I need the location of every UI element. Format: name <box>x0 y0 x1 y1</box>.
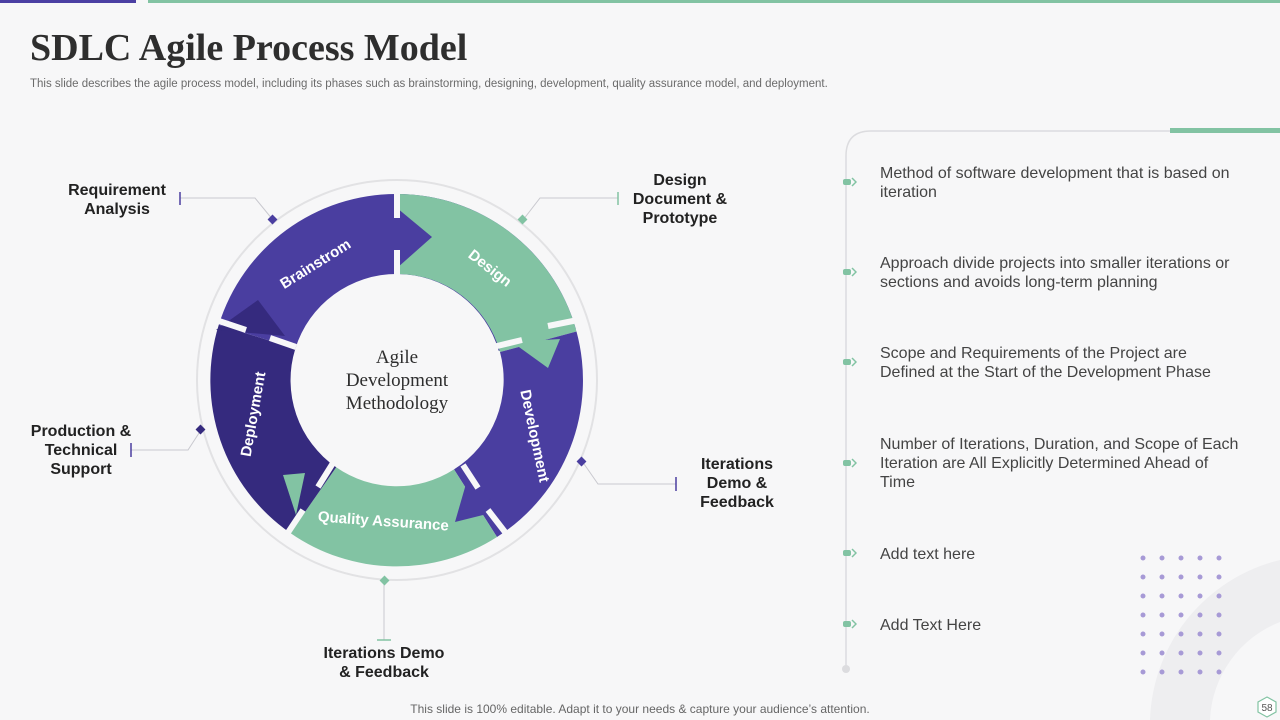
page-number-badge: 58 <box>1257 696 1277 718</box>
connector-iterations-right <box>581 460 676 485</box>
callout-production-support: Production & Technical Support <box>16 422 146 479</box>
callout-line: Feedback <box>700 494 774 511</box>
top-accent-bar-green <box>148 0 1280 3</box>
callout-line: Iterations Demo <box>323 645 445 662</box>
panel-timeline <box>842 128 1280 673</box>
panel-item-2: Approach divide projects into smaller it… <box>880 255 1230 291</box>
page-number: 58 <box>1261 703 1273 714</box>
footer-note: This slide is 100% editable. Adapt it to… <box>410 702 870 716</box>
center-circle <box>293 276 501 484</box>
callout-line: Document & <box>632 191 728 208</box>
connector-diamond <box>517 214 528 225</box>
connector-production <box>131 429 202 451</box>
top-accent-bar-purple <box>0 0 136 3</box>
connector-diamond <box>576 456 587 467</box>
panel-item-6: Add Text Here <box>880 617 982 634</box>
timeline-line <box>845 130 1280 671</box>
segment-quality-assurance <box>290 467 497 567</box>
bullet-arrow-icon <box>843 357 857 367</box>
bullet-arrow-icon <box>843 458 857 468</box>
separator <box>460 463 481 490</box>
bullet-arrow-icon <box>843 548 857 558</box>
decorative-arc <box>1150 560 1280 720</box>
separator <box>492 337 523 350</box>
callout-line: Analysis <box>84 201 150 218</box>
separator <box>215 317 247 333</box>
callout-iterations-bottom: Iterations Demo & Feedback <box>304 644 464 682</box>
connector-requirement <box>180 197 274 221</box>
separator <box>269 335 297 350</box>
arrow-head-design <box>512 339 560 368</box>
separator <box>315 461 336 489</box>
callout-line: & Feedback <box>339 664 429 681</box>
callout-requirement-analysis: Requirement Analysis <box>52 181 182 219</box>
arrow-head-brainstrom <box>397 208 432 268</box>
connector-diamond <box>379 575 390 586</box>
decorative-dot-grid <box>1140 555 1222 675</box>
panel-item-3: Scope and Requirements of the Project ar… <box>880 345 1211 381</box>
callout-line: Support <box>50 461 112 478</box>
segment-development <box>454 331 583 537</box>
timeline-end-dot <box>842 665 850 673</box>
separator <box>485 508 508 534</box>
timeline-accent <box>1170 128 1280 133</box>
center-text-line-1: Agile <box>376 347 418 368</box>
segment-design <box>399 194 577 352</box>
bullet-arrow-icon <box>843 619 857 629</box>
bullet-arrow-icon <box>843 177 857 187</box>
connector-design-doc <box>522 197 618 221</box>
callout-line: Technical <box>44 442 118 459</box>
connector-diamond <box>195 424 206 435</box>
arrow-head-quality <box>283 473 305 515</box>
callout-line: Requirement <box>68 182 166 199</box>
panel-item-4: Number of Iterations, Duration, and Scop… <box>880 436 1239 491</box>
arrow-head-development <box>455 470 495 522</box>
slide-subtitle: This slide describes the agile process m… <box>30 78 828 90</box>
callout-line: Design <box>653 172 707 189</box>
segment-deployment <box>210 324 337 533</box>
outer-ring <box>196 179 598 581</box>
agile-cycle-diagram: Agile Development Methodology Brainstrom… <box>130 179 677 641</box>
panel-item-5: Add text here <box>880 546 976 563</box>
callout-line: Demo & <box>706 475 768 492</box>
callout-line: Iterations <box>700 456 773 473</box>
separator <box>547 317 579 329</box>
callout-design-document: Design Document & Prototype <box>615 171 745 228</box>
separator <box>284 508 306 536</box>
center-text-line-3: Methodology <box>346 393 449 414</box>
callout-iterations-right: Iterations Demo & Feedback <box>682 455 792 512</box>
center-text-line-2: Development <box>346 370 449 391</box>
panel-item-1: Method of software development that is b… <box>880 165 1230 201</box>
callout-line: Production & <box>30 423 132 440</box>
connector-diamond <box>267 214 278 225</box>
callout-line: Prototype <box>642 210 718 227</box>
slide-title: SDLC Agile Process Model <box>30 27 468 69</box>
bullet-arrow-icon <box>843 267 857 277</box>
